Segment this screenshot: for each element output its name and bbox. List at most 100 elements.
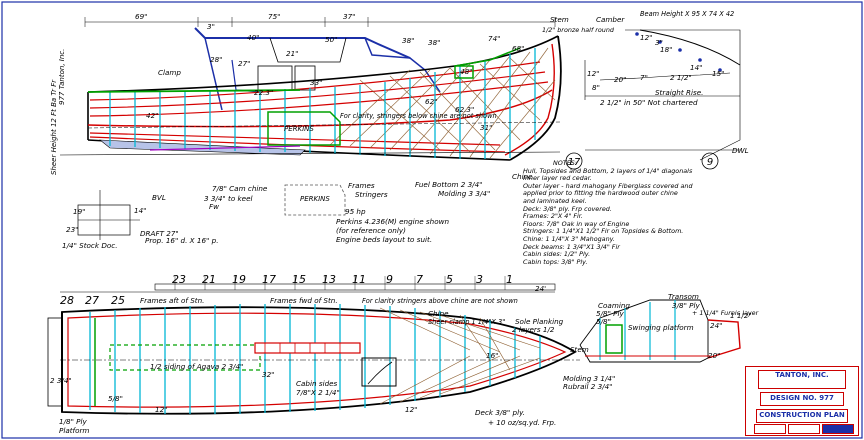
chine-plan-label: Chine	[428, 309, 449, 318]
note-line: Floors: 7/8" Oak in way of Engine	[523, 219, 630, 228]
station-number: 19	[232, 273, 246, 286]
station-number: 27	[85, 294, 99, 307]
plan-dim: 2 3/4"	[50, 376, 72, 385]
molding-plan-label: Molding 3 1/4"	[563, 374, 615, 383]
station-number: 17	[262, 273, 276, 286]
station-number: 13	[322, 273, 336, 286]
stem-label: Stem	[550, 15, 569, 24]
circle-label-left: 17	[568, 157, 581, 168]
section-dim: 15"	[712, 69, 724, 78]
section-dim: 7"	[640, 73, 648, 82]
dim-label: 42"	[146, 111, 158, 120]
station-number: 9	[386, 273, 393, 286]
circle-label-right: 9	[707, 157, 713, 168]
dim-label: 75"	[268, 12, 280, 21]
station-number: 25	[111, 294, 125, 307]
swim-platform-label: Swinging platform	[628, 323, 694, 332]
note-line: Frames: 2"X 4" Fir.	[523, 212, 583, 221]
plan-dim: 32"	[262, 370, 274, 379]
rubrail-label: Rubrail 2 3/4"	[563, 382, 612, 391]
tb-cell	[754, 424, 786, 434]
labels: 69" 3" 75" 37" 38" 38" 74" 68" 28" 27" 4…	[50, 10, 759, 435]
sheer-height-label: Sheer Height 12 Ft Ba Tr Fr	[50, 79, 58, 175]
sole-layers-label: 2 layers 1/2	[512, 325, 555, 334]
cabin-sides-label: Cabin sides	[296, 379, 338, 388]
frames-label: Frames	[348, 181, 375, 190]
ref-only-note: (for reference only)	[336, 226, 406, 235]
transom-ply-label: 3/8" Ply	[672, 301, 700, 310]
dim-label: 62.3"	[455, 105, 474, 114]
dim-label: 33"	[310, 78, 322, 87]
section-view	[584, 29, 741, 161]
plan-name: CONSTRUCTION PLAN	[759, 411, 845, 419]
construction-notes: NOTES: Hull, Topsides and Bottom, 2 laye…	[523, 159, 738, 266]
dim-label: 22.3"	[254, 88, 273, 97]
company-box	[758, 370, 846, 389]
company-name: TANTON, INC.	[775, 371, 829, 379]
stringer-note-plan: For clarity stringers above chine are no…	[362, 297, 518, 305]
note-line: Deck: 3/8" ply. Frp covered.	[523, 204, 612, 213]
design-number: DESIGN NO. 977	[770, 394, 834, 402]
dim-label: 14"	[134, 206, 146, 215]
dim-label: 28"	[210, 55, 222, 64]
section-dim: 20"	[614, 75, 626, 84]
chartered-note: 2 1/2" in 50" Not chartered	[600, 98, 698, 107]
note-line: Stringers: 1 1/4"X1 1/2" Fir on Topsides…	[523, 227, 684, 236]
prop-label: Prop. 16" d. X 16" p.	[145, 236, 218, 245]
stem-note: 1/2" bronze half round	[542, 26, 615, 34]
station-number: 11	[352, 273, 366, 286]
cabin-sides-size: 7/8"X 2 1/4"	[296, 388, 340, 397]
note-line: and laminated keel.	[523, 196, 587, 205]
dim-label: 31"	[480, 123, 492, 132]
engine-bed-note: Engine beds layout to suit.	[336, 235, 432, 244]
note-line: Hull, Topsides and Bottom, 2 layers of 1…	[523, 166, 693, 175]
stem-plan-label: Stem	[570, 345, 589, 354]
plan-dim: 12"	[155, 405, 167, 414]
frames-fwd-note: Frames fwd of Stn.	[270, 296, 338, 305]
sole-planking-label: Sole Planking	[515, 317, 564, 326]
engine-label: PERKINS	[284, 125, 314, 133]
section-dim: 14"	[690, 63, 702, 72]
section-dim: 2 1/2"	[670, 73, 692, 82]
dim-label: 3"	[207, 22, 215, 31]
engine-outline	[267, 111, 341, 146]
platform-ply-label: 1/8" Ply	[59, 417, 87, 426]
note-line: Outer layer - hard mahogany Fiberglass c…	[523, 181, 693, 190]
title-block: TANTON, INC. DESIGN NO. 977 CONSTRUCTION…	[745, 366, 859, 436]
platform-label: Platform	[59, 426, 89, 435]
keel-ref: Fw	[209, 202, 219, 211]
plan-dim: 16"	[486, 351, 498, 360]
section-dim: 12"	[640, 33, 652, 42]
camber-label: Camber	[596, 15, 625, 24]
keel-note: 3 3/4" to keel	[204, 194, 253, 203]
tb-cell	[788, 424, 820, 434]
station-number: 7	[416, 273, 423, 286]
plan-frames	[89, 304, 541, 414]
section-dim: 12"	[587, 69, 599, 78]
dim-label: 23"	[66, 225, 78, 234]
plan-name-box	[756, 409, 848, 423]
plan-dim: 24"	[710, 321, 722, 330]
station-number: 21	[202, 273, 216, 286]
profile-view	[59, 17, 562, 240]
note-line: Inner layer red cedar.	[523, 174, 592, 183]
note-line: Chine: 1 1/4"X 3" Mahogany.	[523, 234, 615, 243]
engine-ref-label: PERKINS	[300, 195, 330, 203]
plan-dim: 1 1/2"	[730, 311, 752, 320]
chine-label: Chine	[512, 172, 533, 181]
profile-frames	[109, 48, 536, 159]
dim-label: 27"	[238, 59, 250, 68]
hp-label: 95 hp	[345, 207, 366, 216]
note-line: Cabin tops: 3/8" Ply.	[523, 257, 588, 266]
transom-label: Transom	[668, 292, 699, 301]
frp-note: + 1 1/4" Furnic layer	[692, 309, 759, 317]
note-line: Cabin sides: 1/2" Ply.	[523, 250, 591, 259]
molding-label: Molding 3 3/4"	[438, 189, 490, 198]
note-line: Deck beams: 1 3/4"X1 3/4" Fir	[523, 242, 620, 251]
stock-label: 1/4" Stock Doc.	[62, 241, 118, 250]
stringer-note: For clarity, stringers below chine are n…	[340, 112, 497, 120]
beam-note: Beam Height X 95 X 74 X 42	[640, 10, 734, 18]
dim-label: 38"	[402, 36, 414, 45]
section-dim: 18"	[660, 45, 672, 54]
